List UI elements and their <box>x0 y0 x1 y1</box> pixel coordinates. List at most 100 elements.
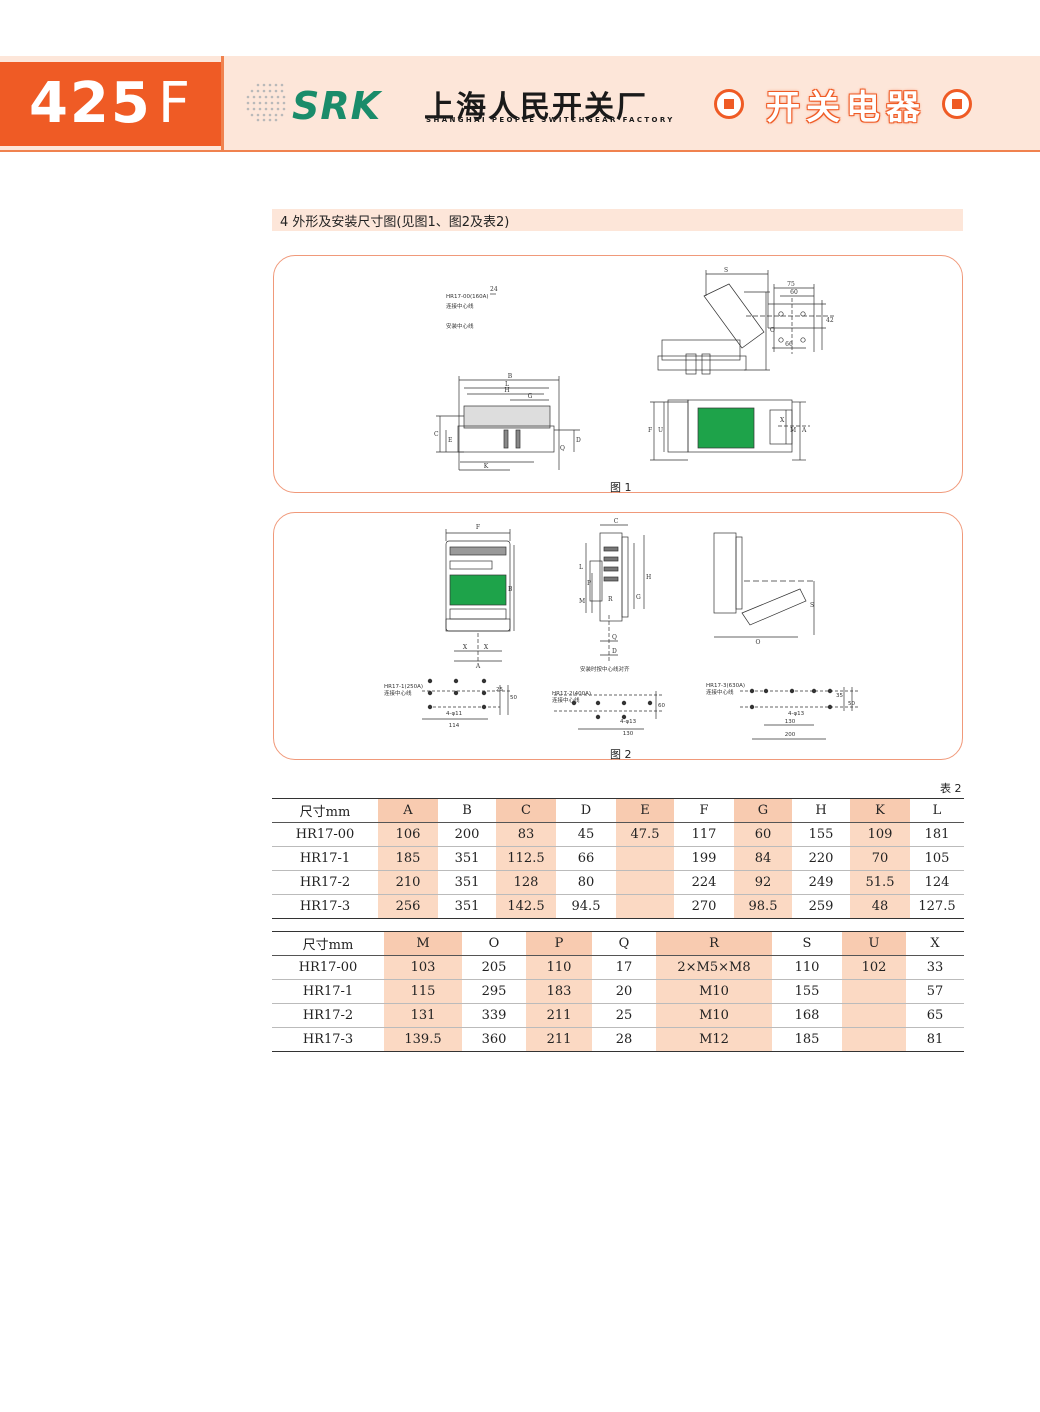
mount-3-h1: 35 <box>836 693 843 699</box>
mount-3-model: HR17-3(630A) <box>706 683 745 689</box>
table-cell: 17 <box>592 955 656 980</box>
mount-3-h2: 50 <box>848 701 855 707</box>
table-cell: 220 <box>792 846 850 871</box>
dim-label-f1-m: M <box>790 427 796 434</box>
table-header-row: 尺寸mm A B C D E F G H K L <box>272 798 964 823</box>
figure-2-panel: F B X X A C L P M G H Q D S O R 安装时按中心线对… <box>273 512 963 761</box>
table-header-cell: 尺寸mm <box>272 931 384 956</box>
table-cell: HR17-3 <box>272 894 378 919</box>
dim-label-f1-d: D <box>576 437 581 444</box>
table-cell: 142.5 <box>496 894 556 919</box>
table-cell: 117 <box>674 822 734 847</box>
dim-label-42: 42 <box>826 317 834 324</box>
table-header-cell: F <box>674 798 734 823</box>
table-cell: 48 <box>850 894 910 919</box>
table-cell: 210 <box>378 870 438 895</box>
table-cell: 60 <box>734 822 792 847</box>
table-cell <box>616 894 674 919</box>
table-header-cell: L <box>910 798 964 823</box>
dim-label-60: 60 <box>790 289 798 296</box>
category-title: 开关电器 <box>714 82 972 128</box>
table-cell: 106 <box>378 822 438 847</box>
dim-label-f2-l: L <box>579 564 583 571</box>
table-cell: 92 <box>734 870 792 895</box>
mount-1-model: HR17-1(250A) <box>384 684 423 690</box>
table-cell <box>842 1027 906 1052</box>
hole-pattern-630a <box>749 688 833 710</box>
table-cell: 295 <box>462 979 526 1004</box>
table-header-cell: 尺寸mm <box>272 798 378 823</box>
figure-1-caption: 图 1 <box>610 481 632 494</box>
table-header-cell: Q <box>592 931 656 956</box>
square-in-circle-icon <box>714 89 744 119</box>
mount-1-h2: 50 <box>510 695 517 701</box>
mount-3-width2: 200 <box>785 732 796 738</box>
table-cell: 183 <box>526 979 592 1004</box>
table-header-cell: A <box>378 798 438 823</box>
table-cell: 65 <box>906 1003 964 1028</box>
table-row: HR17-1 185 351 112.5 66 199 84 220 70 10… <box>272 846 964 871</box>
table-cell: 360 <box>462 1027 526 1052</box>
table-cell: 211 <box>526 1027 592 1052</box>
table-cell: 25 <box>592 1003 656 1028</box>
table-cell: 84 <box>734 846 792 871</box>
dim-label-f1-a: A <box>801 427 807 434</box>
dim-label-f1-b: B <box>508 373 513 380</box>
table-header-cell: X <box>906 931 964 956</box>
table-cell: 28 <box>592 1027 656 1052</box>
mid-note: 安装时按中心线对齐 <box>580 665 630 673</box>
table-cell: 351 <box>438 870 496 895</box>
table-cell: 259 <box>792 894 850 919</box>
mount-2-hole: 4-φ13 <box>620 719 637 725</box>
dim-label-f2-g: G <box>636 594 641 601</box>
table-cell: 45 <box>556 822 616 847</box>
table-cell: 351 <box>438 894 496 919</box>
mount-2-width: 130 <box>623 731 634 737</box>
table-cell: M12 <box>656 1027 772 1052</box>
table-cell: 155 <box>772 979 842 1004</box>
table-cell: M10 <box>656 979 772 1004</box>
dim-label-f2-r: R <box>608 596 613 603</box>
mount-2-model: HR17-2(400A) <box>552 691 591 697</box>
dimension-table-part-2: 尺寸mm M O P Q R S U X HR17-00 103 205 110… <box>272 931 964 1052</box>
figure-2-caption: 图 2 <box>610 748 632 761</box>
mount-3-center: 连接中心线 <box>706 688 734 696</box>
dim-label-f1-u: U <box>658 427 663 434</box>
wiring-center-label: 连接中心线 <box>446 302 474 310</box>
dim-label-f2-p: P <box>587 580 591 587</box>
table-header-cell: K <box>850 798 910 823</box>
mount-1-h1: 25 <box>496 687 503 693</box>
table-cell: 249 <box>792 870 850 895</box>
dim-label-f1-l: L <box>505 381 509 388</box>
company-name-en: SHANGHAI PEOPLE SWITCHGEAR FACTORY <box>426 116 675 124</box>
dim-label-f1-q: Q <box>560 445 565 452</box>
table-header-cell: B <box>438 798 496 823</box>
figure-1-panel: 24 75 60 66 42 S O B L H G C E K Q D F U… <box>273 255 963 494</box>
mount-1-hole: 4-φ11 <box>446 711 462 717</box>
table-row: HR17-1 115 295 183 20 M10 155 57 <box>272 979 964 1004</box>
table-cell: 51.5 <box>850 870 910 895</box>
dim-label-f1-s: S <box>724 267 728 274</box>
dim-label-f1-o: O <box>770 327 775 334</box>
table-header-cell: H <box>792 798 850 823</box>
table-cell <box>842 1003 906 1028</box>
table-cell: 185 <box>772 1027 842 1052</box>
table-row: HR17-3 256 351 142.5 94.5 270 98.5 259 4… <box>272 894 964 919</box>
install-center-label: 安装中心线 <box>446 322 474 330</box>
figure-2-drawing: F B X X A C L P M G H Q D S O R 安装时按中心线对… <box>384 518 860 740</box>
table-cell: 139.5 <box>384 1027 462 1052</box>
table-cell: HR17-1 <box>272 979 384 1004</box>
section-title: 4 外形及安装尺寸图(见图1、图2及表2) <box>280 215 510 230</box>
figure-1-drawing: 24 75 60 66 42 S O B L H G C E K Q D F U… <box>434 267 834 471</box>
table-cell: 33 <box>906 955 964 980</box>
logo-dots-graphic <box>246 83 286 122</box>
table-header-cell: M <box>384 931 462 956</box>
table-cell: 109 <box>850 822 910 847</box>
mount-1-width: 114 <box>449 723 460 729</box>
table-header-cell: C <box>496 798 556 823</box>
table-cell: 131 <box>384 1003 462 1028</box>
dim-label-f2-x-left: X <box>463 644 468 651</box>
mount-2-center: 连接中心线 <box>552 696 580 704</box>
table-row: HR17-2 131 339 211 25 M10 168 65 <box>272 1003 964 1028</box>
